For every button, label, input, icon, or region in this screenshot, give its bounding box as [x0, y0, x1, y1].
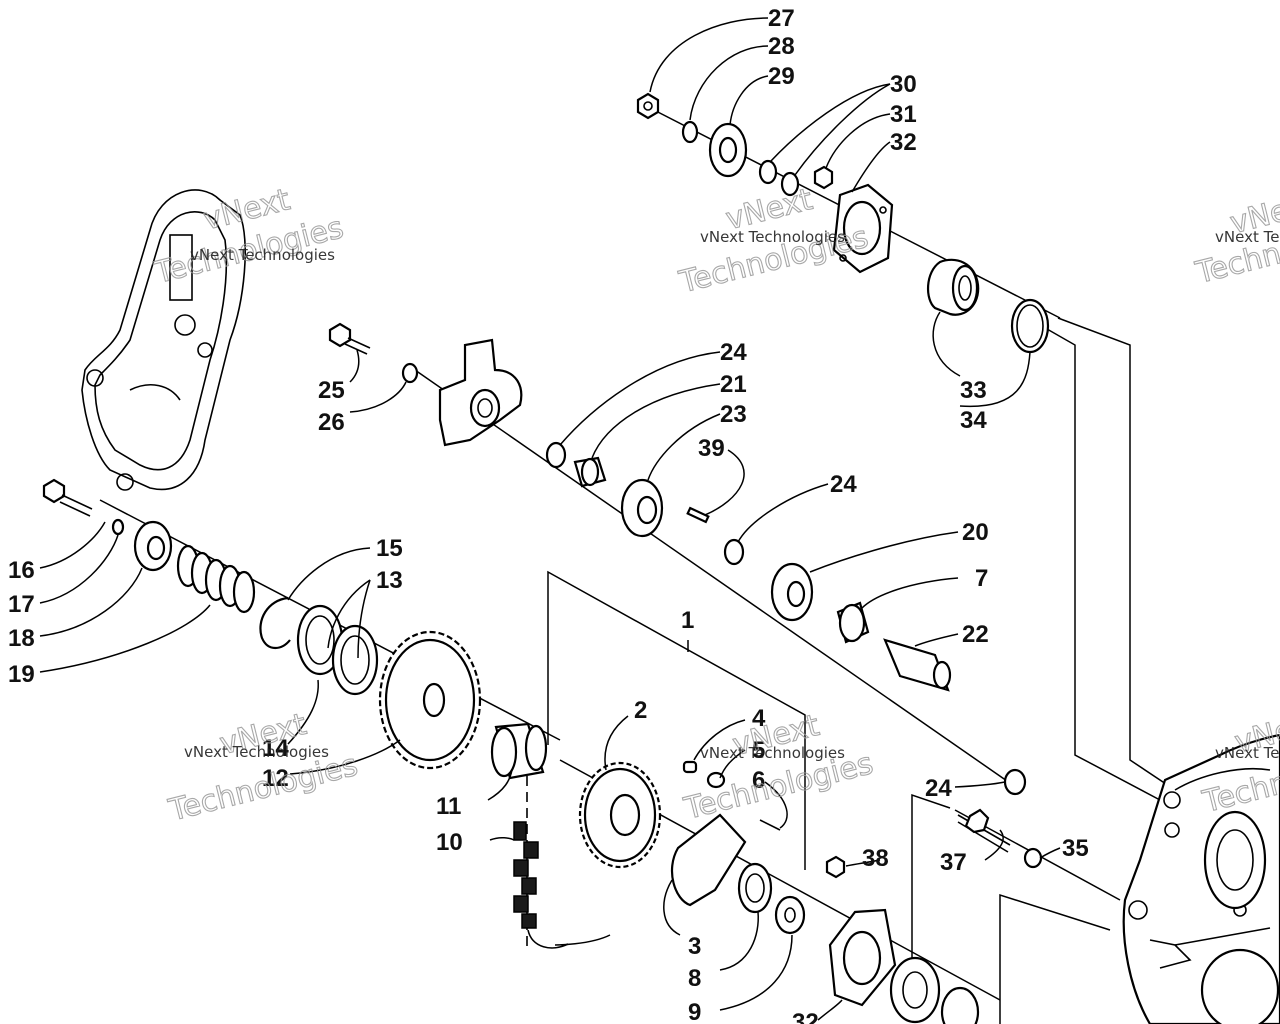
- callout-5: 5: [752, 737, 765, 764]
- callout-10: 10: [436, 829, 463, 856]
- callout-24-b: 24: [830, 471, 857, 498]
- callout-13: 13: [376, 567, 403, 594]
- callout-3: 3: [688, 933, 701, 960]
- watermark-company: vNext Technologies: [700, 744, 845, 762]
- callout-labels: 27 28 29 30 31 32 33 34 25 26 24 21 23 3…: [8, 5, 1089, 1024]
- callout-17: 17: [8, 591, 35, 618]
- callout-35: 35: [1062, 835, 1089, 862]
- watermark-company: vNext Technologies: [1215, 228, 1280, 246]
- callout-22: 22: [962, 621, 989, 648]
- watermark-company: vNext Technologies: [1215, 744, 1280, 762]
- top-shaft-parts: [636, 92, 1050, 354]
- watermarks: vNext Technologies vNext Technologies vN…: [150, 181, 1280, 829]
- callout-32-bottom: 32: [792, 1009, 819, 1024]
- callout-19: 19: [8, 661, 35, 688]
- callout-28: 28: [768, 33, 795, 60]
- leader-lines: [39, 17, 1061, 1021]
- callout-23: 23: [720, 401, 747, 428]
- callout-37: 37: [940, 849, 967, 876]
- callout-16: 16: [8, 557, 35, 584]
- callout-39: 39: [698, 435, 725, 462]
- callout-18: 18: [8, 625, 35, 652]
- callout-26: 26: [318, 409, 345, 436]
- callout-24-a: 24: [720, 339, 747, 366]
- callout-31: 31: [890, 101, 917, 128]
- callout-8: 8: [688, 965, 701, 992]
- lower-left-parts: [42, 478, 569, 949]
- callout-30: 30: [890, 71, 917, 98]
- callout-2: 2: [634, 697, 647, 724]
- chain: [513, 821, 569, 949]
- bracket-lines: [911, 317, 1176, 1024]
- callout-34: 34: [960, 407, 987, 434]
- chaincase-cover: [81, 189, 246, 491]
- callout-11: 11: [436, 793, 461, 820]
- callout-27: 27: [768, 5, 795, 32]
- callout-4: 4: [752, 705, 766, 732]
- callout-24-c: 24: [925, 775, 952, 802]
- assembly-1-parts: [578, 760, 1011, 1024]
- assembly-bracket-1: [547, 570, 806, 870]
- callout-29: 29: [768, 63, 795, 90]
- watermark-company: vNext Technologies: [190, 246, 335, 264]
- right-housing: [1122, 733, 1280, 1024]
- middle-shaft-parts: [328, 322, 1043, 869]
- spring-coils: [176, 544, 256, 614]
- watermark-company: vNext Technologies: [184, 743, 329, 761]
- callout-14: 14: [262, 735, 289, 762]
- callout-1: 1: [681, 607, 694, 634]
- callout-12: 12: [262, 765, 289, 792]
- callout-33: 33: [960, 377, 987, 404]
- callout-9: 9: [688, 999, 701, 1024]
- callout-32-top: 32: [890, 129, 917, 156]
- callout-7: 7: [975, 565, 988, 592]
- callout-15: 15: [376, 535, 403, 562]
- callout-25: 25: [318, 377, 345, 404]
- watermark-company: vNext Technologies: [700, 228, 845, 246]
- callout-20: 20: [962, 519, 989, 546]
- callout-6: 6: [752, 767, 765, 794]
- callout-21: 21: [720, 371, 747, 398]
- callout-38: 38: [862, 845, 889, 872]
